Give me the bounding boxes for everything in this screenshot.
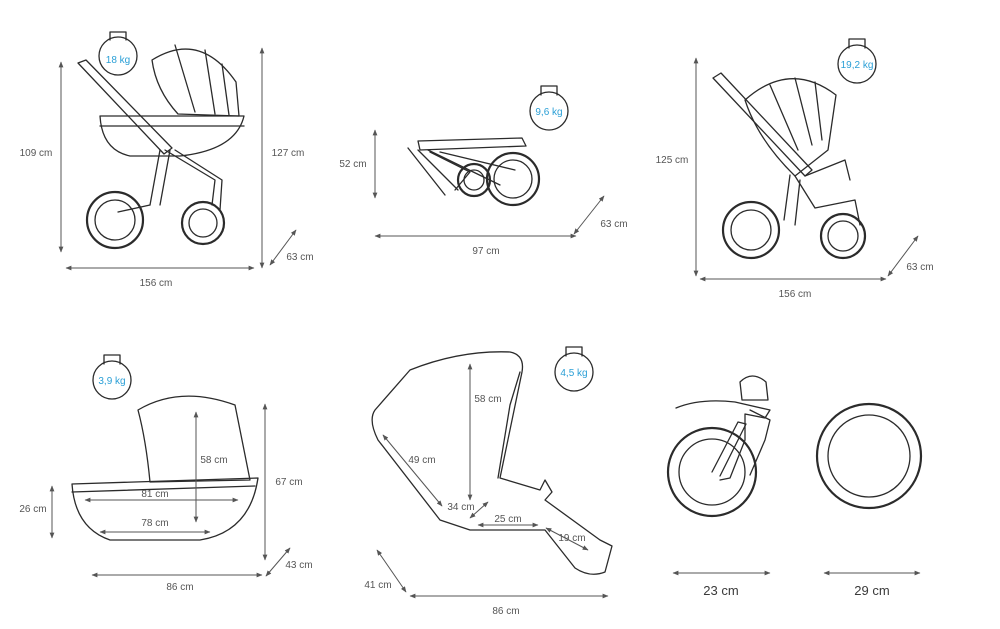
seat-side-width-label: 41 cm [364,580,391,591]
seat-length-label: 86 cm [492,606,519,617]
pram-width-line [269,229,297,266]
seat-panel: 4,5 kg 58 cm 49 cm 34 cm 25 cm 19 cm 41 … [364,346,613,617]
seat-back-height-label: 58 cm [474,394,501,405]
stroller-weight: 19,2 kg [841,60,874,71]
seat-back-length-line [382,434,443,507]
seat-depth-line [469,501,489,519]
front-wheel-size-label: 23 cm [703,583,738,598]
stroller-width-line [887,235,919,277]
folded-height-label: 52 cm [339,159,366,170]
carrycot-length-label: 86 cm [166,582,193,593]
folded-weight-badge: 9,6 kg [529,85,569,131]
stroller-illustration [712,72,867,260]
carrycot-weight: 3,9 kg [98,376,125,387]
carrycot-total-height-label: 67 cm [275,477,302,488]
pram-width-label: 63 cm [286,252,313,263]
folded-width-line [573,195,605,235]
folded-weight: 9,6 kg [535,107,562,118]
folded-illustration [407,137,541,207]
pram-length-label: 156 cm [140,278,173,289]
seat-weight-badge: 4,5 kg [554,346,594,392]
front-wheel-illustration [666,375,771,518]
carrycot-panel: 3,9 kg 26 cm 58 cm 81 cm 78 cm 67 cm 43 … [19,354,313,593]
rear-wheel-panel: 29 cm [815,402,923,598]
pram-illustration [77,44,245,250]
stroller-panel: 19,2 kg 125 cm 156 cm 63 cm [656,38,934,300]
folded-panel: 9,6 kg 52 cm 97 cm 63 cm [339,85,628,257]
stroller-length-label: 156 cm [779,289,812,300]
folded-length-label: 97 cm [472,246,499,257]
pram-height-label: 109 cm [20,148,53,159]
carrycot-base-height-label: 26 cm [19,504,46,515]
seat-weight: 4,5 kg [560,368,587,379]
seat-depth-label: 34 cm [447,502,474,513]
carrycot-width-line [265,547,291,577]
seat-width-label: 25 cm [494,514,521,525]
carrycot-hood-height-label: 58 cm [200,455,227,466]
stroller-width-label: 63 cm [906,262,933,273]
pram-weight: 18 kg [106,55,130,66]
stroller-weight-badge: 19,2 kg [837,38,877,84]
seat-back-length-label: 49 cm [408,455,435,466]
folded-width-label: 63 cm [600,219,627,230]
seat-illustration [371,351,613,575]
carrycot-inner-length-label: 78 cm [141,518,168,529]
pram-total-height-label: 127 cm [272,148,305,159]
seat-footrest-label: 19 cm [558,533,585,544]
carrycot-illustration [71,395,259,541]
pram-panel: 18 kg 109 cm 127 cm 156 cm 63 cm [20,31,314,289]
rear-wheel-size-label: 29 cm [854,583,889,598]
carrycot-width-label: 43 cm [285,560,312,571]
front-wheel-panel: 23 cm [666,375,771,598]
carrycot-outer-length-label: 81 cm [141,489,168,500]
stroller-height-label: 125 cm [656,155,689,166]
carrycot-weight-badge: 3,9 kg [92,354,132,400]
seat-footrest-line [545,527,589,551]
seat-side-width-line [376,549,407,593]
rear-wheel-illustration [815,402,923,510]
pram-weight-badge: 18 kg [98,31,138,76]
